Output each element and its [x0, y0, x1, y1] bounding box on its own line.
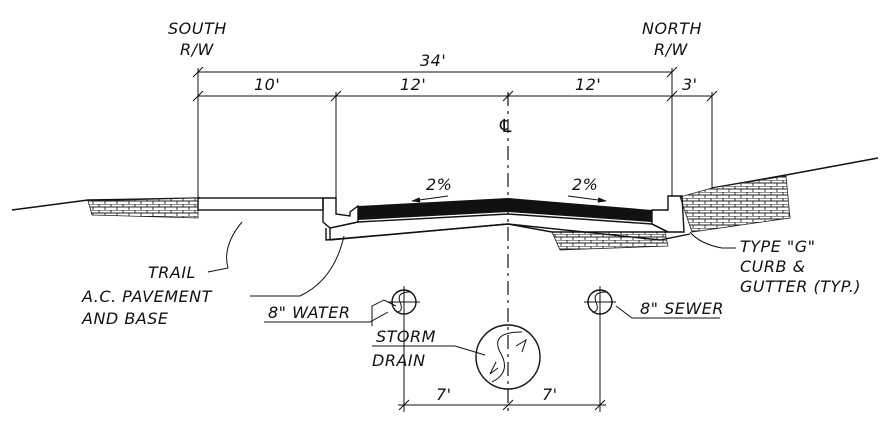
- ac-pavement: [358, 198, 652, 222]
- dim-south-lane-label: 12': [400, 75, 426, 94]
- slope-right-label: 2%: [572, 175, 598, 194]
- north-label: NORTH: [642, 19, 702, 38]
- sewer-pipe-symbol: [584, 286, 616, 318]
- ground-line-north: [711, 157, 879, 189]
- curb-label-1: TYPE "G": [740, 237, 816, 256]
- water-leader: [264, 311, 389, 323]
- dim-sewer-offset-label: 7': [542, 385, 558, 404]
- curb-label-2: CURB &: [740, 257, 806, 276]
- storm-drain-symbol: [475, 324, 541, 390]
- trail-label: TRAIL: [148, 263, 196, 282]
- sewer-label: 8" SEWER: [640, 299, 724, 318]
- south-rw-label: R/W: [180, 40, 215, 59]
- dim-trail-label: 10': [254, 75, 280, 94]
- curb-leader: [689, 231, 736, 249]
- north-rw-label: R/W: [654, 40, 689, 59]
- pavement-label-1: A.C. PAVEMENT: [81, 287, 213, 306]
- base-bottom-line: [325, 223, 691, 241]
- storm-label-2: DRAIN: [372, 351, 426, 370]
- soil-fill-south: [87, 197, 199, 219]
- dim-north-lane-label: 12': [575, 75, 601, 94]
- curb-gutter-south: [322, 197, 359, 229]
- pavement-label-2: AND BASE: [81, 309, 169, 328]
- slope-left-label: 2%: [426, 175, 452, 194]
- south-label: SOUTH: [168, 19, 227, 38]
- water-pipe-symbol: [388, 286, 420, 318]
- trail-slab: [197, 197, 324, 211]
- storm-leader: [372, 345, 486, 356]
- centerline-symbol: ℄: [499, 116, 512, 137]
- soil-fill-north: [679, 175, 791, 233]
- slope-arrow-right: [567, 195, 607, 203]
- water-label: 8" WATER: [268, 303, 350, 322]
- dim-total-label: 34': [420, 51, 446, 70]
- dim-north-strip-label: 3': [682, 75, 698, 94]
- dim-ticks-utility: [398, 399, 606, 411]
- sewer-leader: [615, 305, 720, 319]
- dim-ticks-total: [192, 66, 678, 78]
- trail-leader: [207, 221, 243, 273]
- dim-water-offset-label: 7': [436, 385, 452, 404]
- slope-arrow-left: [411, 195, 449, 203]
- water-bracket: [371, 299, 397, 326]
- pavement-leader: [250, 235, 345, 297]
- curb-gutter-north: [651, 195, 685, 233]
- curb-label-3: GUTTER (TYP.): [740, 277, 861, 296]
- storm-label-1: STORM: [376, 327, 436, 346]
- dim-ticks-segments: [192, 90, 718, 102]
